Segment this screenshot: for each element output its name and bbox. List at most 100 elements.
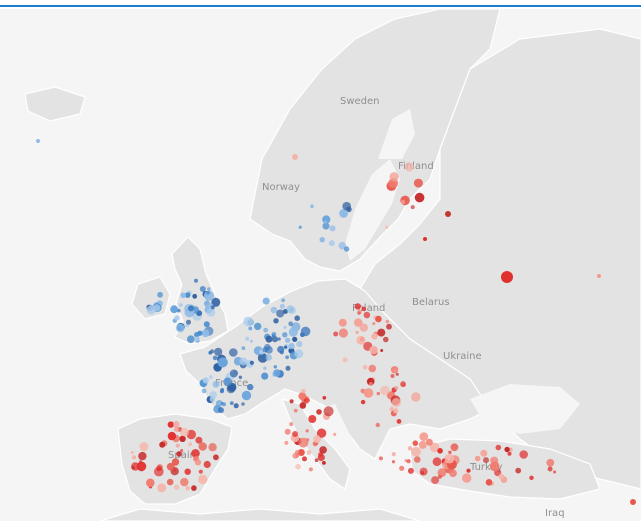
city-dot <box>203 460 211 469</box>
city-dot <box>314 458 319 463</box>
city-dot <box>363 388 374 398</box>
city-dot <box>262 297 270 305</box>
city-dot <box>214 347 223 356</box>
city-dot <box>265 354 273 361</box>
city-dot <box>213 454 219 461</box>
city-dot <box>553 470 557 474</box>
city-dot <box>333 432 337 436</box>
city-dot <box>206 308 216 317</box>
europe-map[interactable]: Sweden Finland Norway Poland Belarus Ukr… <box>0 9 641 521</box>
city-dot <box>263 366 267 370</box>
city-dot <box>338 328 348 338</box>
city-dot <box>308 415 317 423</box>
city-dot <box>410 205 415 210</box>
city-dot <box>483 457 489 464</box>
city-dot <box>515 467 522 474</box>
city-dot <box>146 478 155 488</box>
city-dot <box>597 274 601 278</box>
iceland-landmass <box>24 86 86 122</box>
city-dot <box>289 399 294 404</box>
city-dot <box>157 291 164 298</box>
city-dot <box>338 241 347 250</box>
city-dot <box>390 374 395 378</box>
city-dot <box>302 456 307 462</box>
city-dot <box>217 357 228 368</box>
city-dot <box>207 287 211 291</box>
city-dot <box>630 499 636 505</box>
baltic-sea <box>345 159 400 261</box>
city-dot <box>279 303 285 309</box>
city-dot <box>285 337 291 343</box>
city-dot <box>179 435 186 442</box>
city-dot <box>241 402 245 406</box>
city-dot <box>547 466 553 472</box>
city-dot <box>188 305 194 312</box>
city-dot <box>389 172 399 182</box>
header-underline <box>0 5 641 7</box>
city-dot <box>385 225 389 229</box>
city-dot <box>412 440 419 447</box>
city-dot <box>353 318 363 327</box>
city-dot <box>357 311 361 315</box>
city-dot <box>157 483 167 493</box>
label-iraq: Iraq <box>545 508 565 519</box>
city-dot <box>466 468 471 473</box>
city-dot <box>298 437 309 448</box>
city-dot <box>167 431 177 441</box>
city-dot <box>211 297 221 307</box>
city-dot <box>362 364 368 370</box>
city-dot <box>131 455 137 460</box>
city-dot <box>198 442 207 451</box>
city-dot <box>305 398 311 403</box>
city-dot <box>176 451 182 457</box>
city-dot <box>154 466 164 477</box>
city-dot <box>462 473 472 483</box>
city-dot <box>485 479 493 486</box>
city-dot <box>238 375 243 379</box>
city-dot <box>431 476 440 485</box>
city-dot <box>197 330 203 336</box>
city-dot <box>395 372 399 376</box>
city-dot <box>329 225 336 232</box>
city-dot <box>368 364 377 373</box>
city-dot <box>180 477 189 487</box>
city-dot <box>285 355 289 360</box>
city-dot <box>372 322 376 326</box>
city-dot <box>184 468 191 475</box>
city-dot <box>265 346 273 354</box>
city-dot <box>174 315 180 321</box>
city-dot <box>201 329 210 338</box>
city-dot <box>136 461 147 472</box>
city-dot <box>138 451 147 461</box>
city-dot <box>376 391 380 396</box>
city-dot <box>139 442 149 452</box>
city-dot <box>194 336 200 342</box>
city-dot <box>222 402 226 407</box>
city-dot <box>342 201 352 211</box>
city-dot <box>208 443 217 452</box>
city-dot <box>322 396 327 400</box>
city-dot <box>180 292 186 299</box>
city-dot <box>288 321 294 327</box>
city-dot <box>281 298 285 303</box>
city-dot <box>185 323 189 328</box>
city-dot <box>192 293 198 299</box>
city-dot <box>406 459 411 464</box>
city-dot <box>277 337 281 341</box>
city-dot <box>191 449 200 458</box>
city-dot <box>241 390 252 401</box>
label-poland: Poland <box>352 303 385 314</box>
city-dot <box>375 315 382 323</box>
city-dot <box>507 451 512 456</box>
city-dot <box>229 401 234 405</box>
city-dot <box>380 349 384 352</box>
city-dot <box>429 442 440 453</box>
city-dot <box>294 315 301 322</box>
city-dot <box>288 342 295 350</box>
city-dot <box>449 469 457 478</box>
city-dot <box>369 382 373 386</box>
city-dot <box>261 372 269 380</box>
city-dot <box>249 360 254 365</box>
city-dot <box>277 345 285 354</box>
city-dot <box>209 396 215 402</box>
